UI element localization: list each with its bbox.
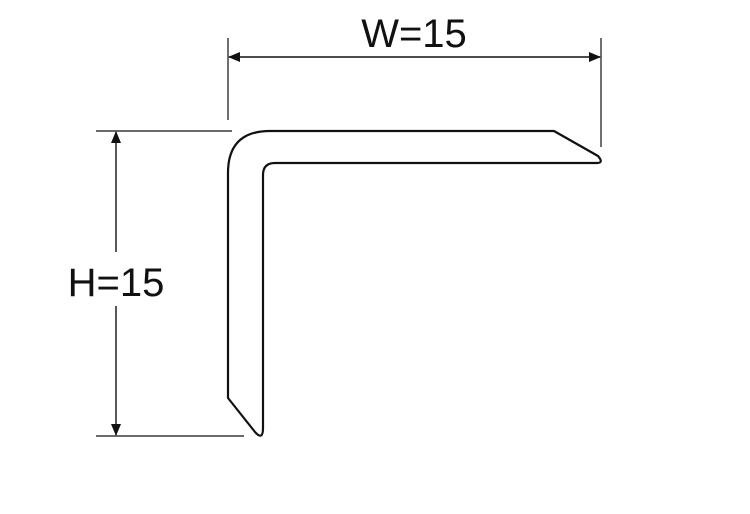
height-label: H=15 (68, 261, 165, 305)
l-profile-outline (226, 129, 602, 437)
width-label: W=15 (361, 12, 467, 56)
